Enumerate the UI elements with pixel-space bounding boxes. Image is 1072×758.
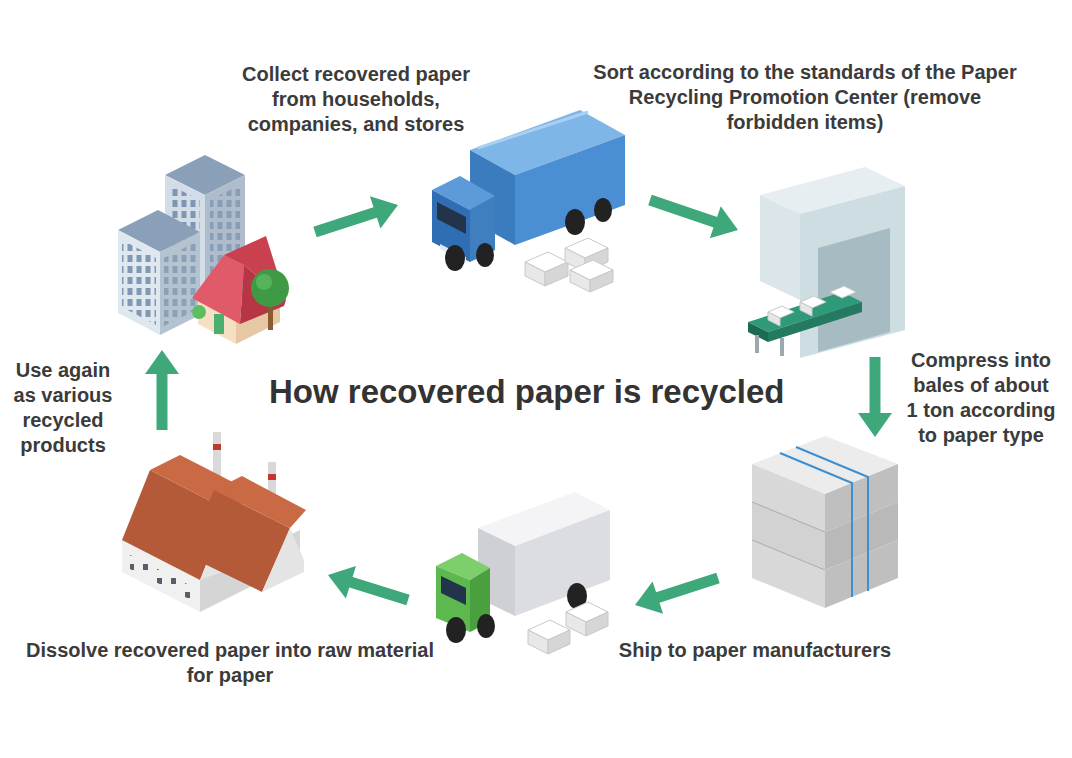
arrow-shaft	[347, 581, 408, 600]
step-caption: Ship to paper manufacturers	[610, 638, 900, 663]
arrow-shaft	[654, 578, 718, 599]
diagram-title: How recovered paper is recycled	[269, 372, 784, 412]
step-node: Ship to paper manufacturers	[408, 490, 635, 660]
paper-factory	[122, 432, 306, 612]
step-caption: Collect recovered paper from households,…	[225, 62, 487, 137]
arrow-head	[145, 350, 179, 374]
step-node: Sort according to the standards of the P…	[738, 172, 913, 357]
paper-bundles	[525, 238, 613, 292]
flow-arrow	[635, 578, 718, 614]
step-node: Compress into bales of about 1 ton accor…	[718, 437, 907, 607]
step-caption: Dissolve recovered paper into raw materi…	[20, 638, 440, 688]
arrow-shaft	[650, 200, 719, 224]
arrow-head	[370, 196, 398, 228]
step-node: Dissolve recovered paper into raw materi…	[115, 430, 328, 620]
arrow-head	[710, 206, 738, 238]
arrow-head	[635, 581, 663, 613]
arrow-head	[328, 566, 356, 598]
step-node: Collect recovered paper from households,…	[398, 110, 650, 295]
arrow-head	[858, 413, 892, 437]
arrow-shaft	[870, 357, 881, 417]
step-caption: Use again as various recycled products	[4, 358, 122, 458]
buildings-illustration	[118, 155, 289, 344]
arrow-shaft	[157, 370, 168, 430]
flow-arrow	[328, 566, 408, 600]
paper-bales	[752, 436, 898, 608]
flow-arrow	[145, 350, 179, 430]
sorting-machine	[748, 167, 905, 358]
step-caption: Sort according to the standards of the P…	[590, 60, 1020, 135]
paper-bundles	[528, 602, 608, 654]
step-node: Use again as various recycled products	[110, 145, 315, 350]
step-caption: Compress into bales of about 1 ton accor…	[906, 348, 1056, 448]
flow-arrow	[858, 357, 892, 437]
flow-arrow	[315, 196, 398, 232]
arrow-shaft	[315, 211, 379, 232]
flow-arrow	[650, 200, 738, 238]
shipping-truck	[436, 492, 610, 643]
